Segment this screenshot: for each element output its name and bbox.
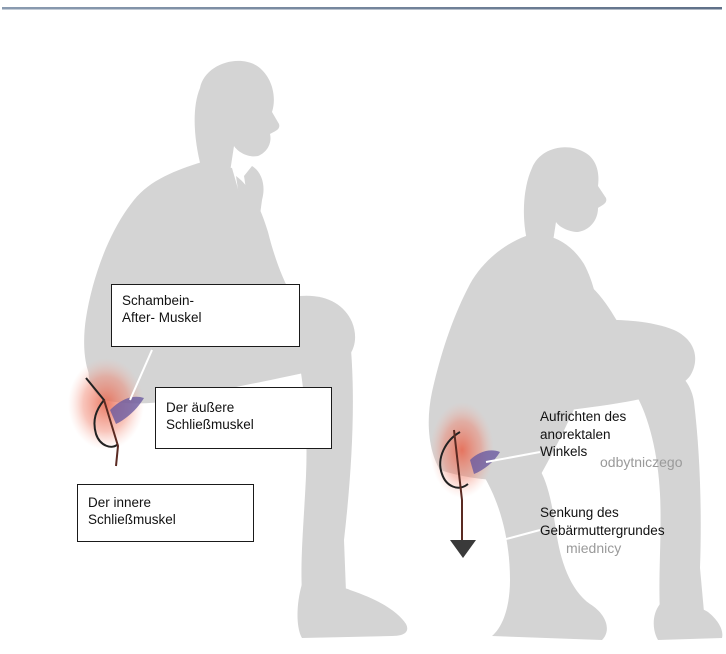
label-pelvic-floor-line2: Gebärmuttergrundes xyxy=(540,522,665,540)
label-anorectal-angle-line2: anorektalen xyxy=(540,426,626,444)
label-puborectalis-line1: Schambein- xyxy=(122,292,289,309)
label-external-sphincter-line2: Schließmuskel xyxy=(166,416,321,433)
label-anorectal-angle: Aufrichten des anorektalen Winkels xyxy=(540,408,626,461)
label-internal-sphincter: Der innere Schließmuskel xyxy=(77,484,254,542)
ghost-text-2: miednicy xyxy=(566,540,621,556)
label-puborectalis: Schambein- After- Muskel xyxy=(111,284,300,347)
label-internal-sphincter-line2: Schließmuskel xyxy=(88,511,243,528)
label-pelvic-floor: Senkung des Gebärmuttergrundes xyxy=(540,504,665,539)
label-external-sphincter-line1: Der äußere xyxy=(166,399,321,416)
label-anorectal-angle-line3: Winkels xyxy=(540,443,626,461)
man-sitting-on-toilet xyxy=(84,61,407,638)
label-pelvic-floor-line1: Senkung des xyxy=(540,504,665,522)
label-puborectalis-line2: After- Muskel xyxy=(122,309,289,326)
man-squatting xyxy=(429,147,723,640)
label-internal-sphincter-line1: Der innere xyxy=(88,494,243,511)
down-arrow-icon xyxy=(450,540,476,558)
label-anorectal-angle-line1: Aufrichten des xyxy=(540,408,626,426)
label-external-sphincter: Der äußere Schließmuskel xyxy=(155,387,332,449)
top-rule xyxy=(2,7,722,10)
